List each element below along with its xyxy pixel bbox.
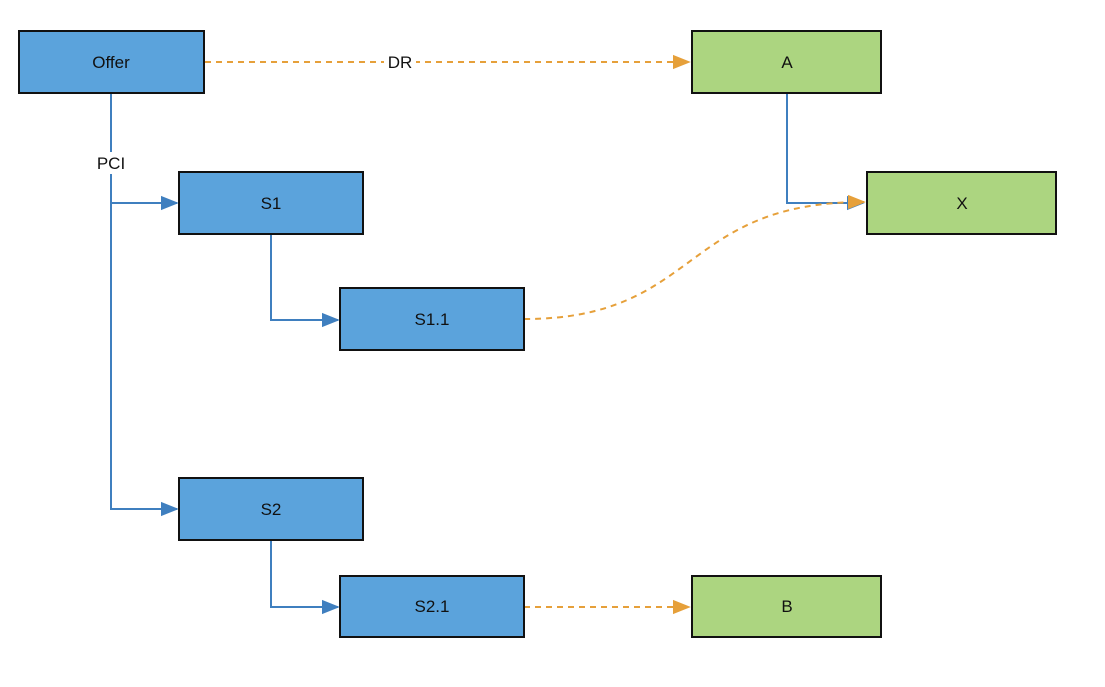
node-s2-label: S2 — [261, 500, 282, 519]
node-x-label: X — [956, 194, 967, 213]
node-s1-label: S1 — [261, 194, 282, 213]
node-x[interactable]: X — [866, 171, 1057, 235]
node-s1-1[interactable]: S1.1 — [339, 287, 525, 351]
node-offer-label: Offer — [92, 53, 130, 72]
edge-label-pci: PCI — [97, 154, 125, 173]
edge-offer-to-s2 — [110, 203, 179, 517]
node-s1-1-label: S1.1 — [415, 310, 450, 329]
edge-s1-1-to-x — [523, 194, 866, 320]
node-offer[interactable]: Offer — [18, 30, 205, 94]
blue-connectors — [110, 93, 865, 615]
edge-label-dr: DR — [388, 53, 413, 72]
dr-label-bg — [384, 51, 416, 73]
edge-s2-to-s2-1 — [270, 541, 340, 615]
node-s2[interactable]: S2 — [178, 477, 364, 541]
pci-label-bg — [92, 152, 130, 174]
node-s2-1-label: S2.1 — [415, 597, 450, 616]
node-b[interactable]: B — [691, 575, 882, 638]
dashed-connectors — [205, 54, 866, 615]
edge-offer-to-s1 — [110, 93, 179, 211]
node-s2-1[interactable]: S2.1 — [339, 575, 525, 638]
edge-s1-to-s1-1 — [270, 234, 340, 328]
node-s1[interactable]: S1 — [178, 171, 364, 235]
node-a-label: A — [781, 53, 793, 72]
node-a[interactable]: A — [691, 30, 882, 94]
edge-a-to-x — [786, 93, 865, 211]
node-b-label: B — [781, 597, 792, 616]
